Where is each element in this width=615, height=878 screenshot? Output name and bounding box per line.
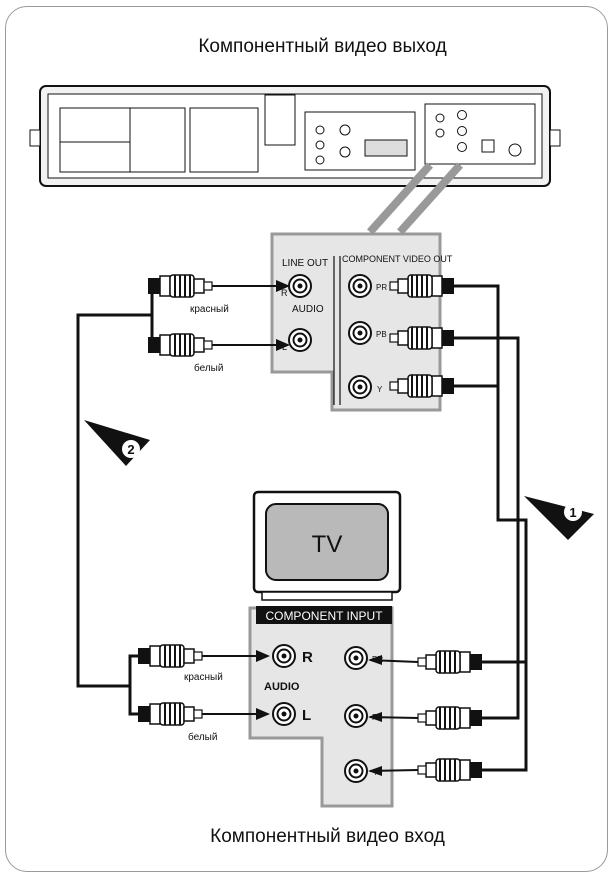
recorder-rear-panel xyxy=(29,85,561,187)
component-input-label: COMPONENT INPUT xyxy=(265,609,383,623)
white-cable-label-bottom: белый xyxy=(188,731,217,743)
red-plug-recorder xyxy=(147,274,213,298)
component-video-out-label: COMPONENT VIDEO OUT xyxy=(342,254,453,264)
white-plug-recorder xyxy=(147,333,213,357)
audio-r-in-label: R xyxy=(302,649,313,666)
audio-l-in-jack xyxy=(272,702,296,726)
white-cable-label-top: белый xyxy=(194,362,223,374)
pb-plug-recorder xyxy=(389,326,455,350)
audio-r-out-label: R xyxy=(281,288,288,298)
y-in-jack xyxy=(344,759,368,783)
title-video-out: Компонентный видео выход xyxy=(198,36,447,57)
audio-l-out-jack xyxy=(288,328,312,352)
y-plug-recorder xyxy=(389,374,455,398)
title-video-in: Компонентный видео вход xyxy=(210,826,445,847)
audio-r-in-jack xyxy=(272,644,296,668)
tv-label: TV xyxy=(312,531,343,558)
y-plug-tv xyxy=(417,758,483,782)
step-1-number: 1 xyxy=(569,505,576,520)
audio-r-out-jack xyxy=(288,274,312,298)
pr-plug-tv xyxy=(417,650,483,674)
audio-label: AUDIO xyxy=(292,304,324,315)
white-plug-tv xyxy=(137,702,203,726)
pb-out-label: PB xyxy=(376,330,387,339)
pb-plug-tv xyxy=(417,706,483,730)
step-1-badge: 1 xyxy=(524,496,594,540)
y-out-jack xyxy=(348,375,372,399)
y-out-label: Y xyxy=(377,385,383,394)
pr-in-jack xyxy=(344,646,368,670)
red-cable-label-bottom: красный xyxy=(184,672,223,683)
video-cable-bundle xyxy=(432,284,528,772)
tv-input-panel: COMPONENT INPUT R AUDIO L PR PB Y xyxy=(248,606,394,808)
tv-set: TV xyxy=(252,490,402,601)
red-plug-tv xyxy=(137,644,203,668)
line-out-label: LINE OUT xyxy=(282,258,328,269)
audio-in-label: AUDIO xyxy=(264,681,300,693)
recorder-output-panel: LINE OUT AUDIO COMPONENT VIDEO OUT R L P… xyxy=(270,232,453,412)
pb-in-jack xyxy=(344,704,368,728)
diagram-frame xyxy=(5,6,608,872)
step-2-badge: 2 xyxy=(84,420,150,466)
pr-out-jack xyxy=(348,274,372,298)
step-2-number: 2 xyxy=(127,442,134,457)
audio-l-in-label: L xyxy=(302,707,311,724)
pr-plug-recorder xyxy=(389,274,455,298)
pb-out-jack xyxy=(348,321,372,345)
pr-out-label: PR xyxy=(376,283,387,292)
red-cable-label-top: красный xyxy=(190,304,229,315)
